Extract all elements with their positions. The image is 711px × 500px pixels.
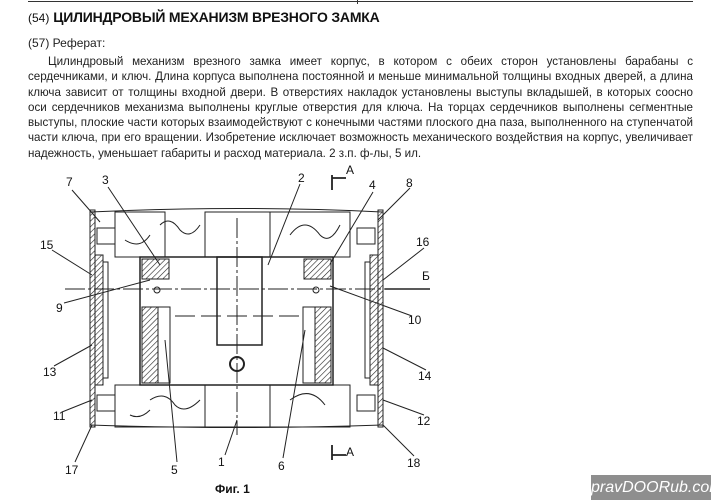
label-14: 14 — [418, 369, 432, 383]
section-a-top: А — [346, 163, 354, 177]
label-9: 9 — [56, 301, 63, 315]
figure-caption: Фиг. 1 — [215, 482, 250, 496]
label-10: 10 — [408, 313, 422, 327]
label-4: 4 — [369, 178, 376, 192]
label-3: 3 — [102, 173, 109, 187]
label-18: 18 — [407, 456, 421, 470]
label-7: 7 — [66, 175, 73, 189]
figure-labels: 7 3 2 А 4 8 15 16 Б 9 10 13 14 11 12 17 … — [40, 163, 432, 496]
label-5: 5 — [171, 463, 178, 477]
top-rule — [28, 1, 693, 2]
label-13: 13 — [43, 365, 57, 379]
label-1: 1 — [218, 455, 225, 469]
label-12: 12 — [417, 414, 431, 428]
label-17: 17 — [65, 463, 79, 477]
field-54: (54) — [28, 11, 50, 25]
patent-title: (54) ЦИЛИНДРОВЫЙ МЕХАНИЗМ ВРЕЗНОГО ЗАМКА — [28, 9, 380, 25]
title-text: ЦИЛИНДРОВЫЙ МЕХАНИЗМ ВРЕЗНОГО ЗАМКА — [53, 9, 380, 25]
watermark-logo: pravDOORub.com — [591, 475, 711, 500]
rule-tick — [357, 0, 358, 4]
section-a-bottom: А — [346, 445, 354, 459]
label-11: 11 — [53, 409, 66, 423]
label-16: 16 — [416, 235, 430, 249]
label-6: 6 — [278, 459, 285, 473]
label-8: 8 — [406, 176, 413, 190]
label-2: 2 — [298, 171, 305, 185]
section-b: Б — [422, 269, 430, 283]
abstract-text: Цилиндровый механизм врезного замка имее… — [28, 55, 693, 160]
field-57-label: (57) Реферат: — [28, 36, 106, 50]
label-15: 15 — [40, 238, 54, 252]
